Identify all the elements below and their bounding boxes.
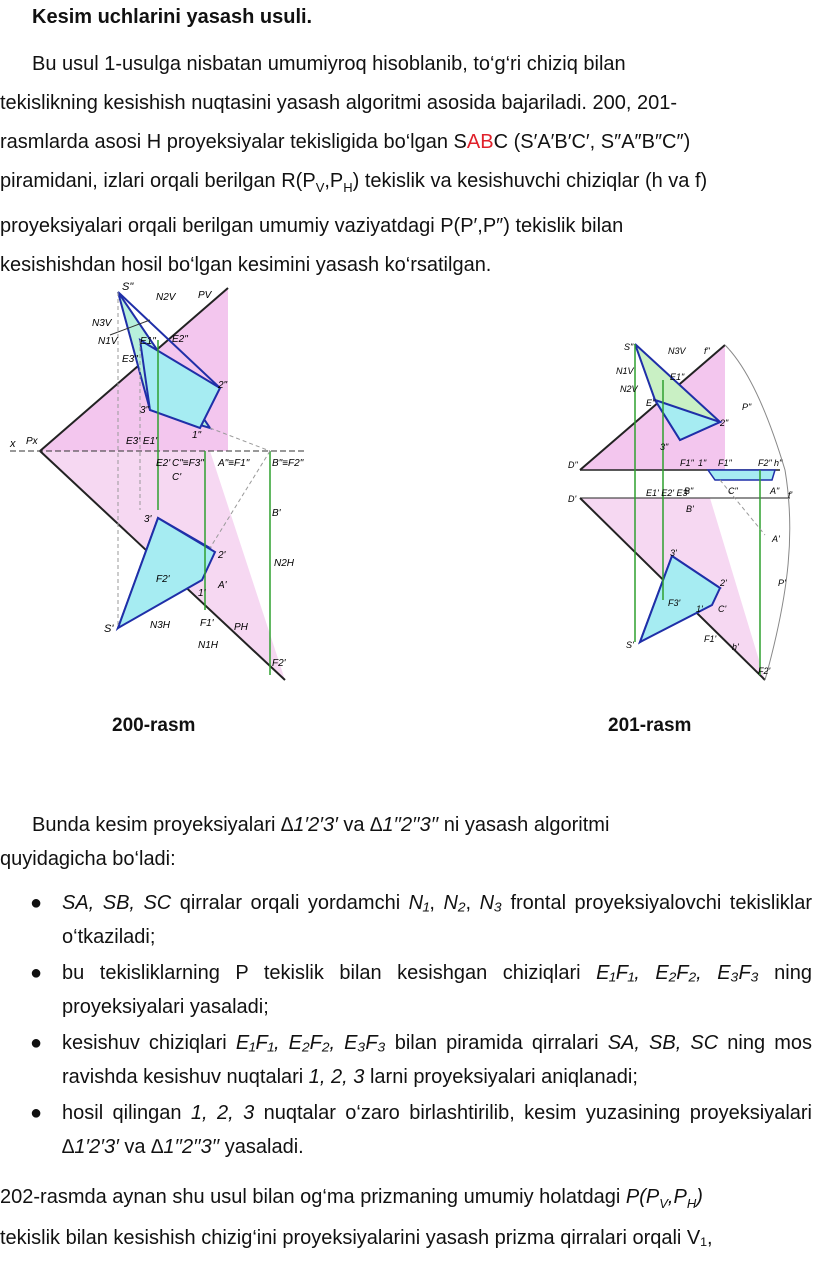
- triangle-1: ∆1′2′3′: [281, 814, 338, 836]
- label-px: Px: [26, 436, 39, 447]
- l201-fc: F2": [758, 458, 773, 468]
- label-3p: 3': [144, 514, 153, 525]
- list-item: ●bu tekisliklarning P tekislik bilan kes…: [30, 962, 812, 1018]
- label-n1v: N1V: [98, 336, 119, 347]
- label-3pp: 3": [140, 405, 150, 416]
- label-n2v: N2V: [156, 292, 177, 303]
- label-f2: F2': [156, 574, 171, 585]
- l201-p2: P": [742, 402, 752, 412]
- label-e2x: E2': [156, 458, 171, 469]
- l201-b1: B': [686, 504, 694, 514]
- l201-2p: 2': [719, 578, 727, 588]
- figure-200: S" N2V PV N3V N1V E1" E2" E3" 2" 3" 1" x…: [0, 280, 320, 690]
- label-e1: E1": [140, 336, 156, 347]
- l201-f1p: f': [788, 490, 793, 500]
- closing-paragraph: 202-rasmda aynan shu usul bilan og‘ma pr…: [0, 1186, 713, 1249]
- l201-h1: h': [732, 642, 739, 652]
- l201-f2b: F2': [758, 666, 771, 676]
- caption-200: 200-rasm: [112, 715, 196, 736]
- intro-line-2: tekislikning kesishish nuqtasini yasash …: [0, 92, 678, 114]
- l201-f1b: F1': [704, 634, 717, 644]
- l201-e2: E": [646, 398, 656, 408]
- label-pv: PV: [198, 290, 213, 301]
- label-n3h: N3H: [150, 620, 171, 631]
- label-2p: 2': [217, 550, 227, 561]
- label-a2: A"≡F1": [217, 458, 250, 469]
- algorithm-steps: ●SA, SB, SC qirralar orqali yordamchi N₁…: [0, 886, 816, 1166]
- l201-pp: P': [778, 578, 786, 588]
- label-e2: E2": [172, 334, 188, 345]
- label-f1: F1': [200, 618, 215, 629]
- intro-line-4: piramidani, izlari orqali berilgan R(PV,…: [0, 170, 708, 195]
- label-b1: B': [272, 508, 282, 519]
- label-c2: C"≡F3": [172, 458, 204, 469]
- l201-b2: B": [684, 486, 694, 496]
- label-1pp: 1": [192, 430, 202, 441]
- list-item: ●kesishuv chiziqlari E₁F₁, E₂F₂, E₃F₃ bi…: [30, 1032, 812, 1088]
- l201-3pp: 3": [660, 442, 669, 452]
- triangle-2: ∆1′′2′′3′′: [370, 814, 439, 836]
- label-2pp: 2": [217, 380, 228, 391]
- red-ab: AB: [466, 131, 494, 153]
- l201-c1: C': [718, 604, 726, 614]
- label-f2b: F2': [272, 658, 287, 669]
- intro-paragraph: Bu usul 1-usulga nisbatan umumiyroq hiso…: [0, 45, 810, 285]
- label-b2: B"≡F2": [272, 458, 304, 469]
- l201-e1: E1": [670, 372, 685, 382]
- label-x: x: [9, 438, 16, 450]
- l201-h2: h": [774, 458, 783, 468]
- label-ph: PH: [234, 622, 249, 633]
- label-e3: E3": [122, 354, 138, 365]
- l201-e1p: E1' E2' E3': [646, 488, 689, 498]
- algorithm-intro: Bunda kesim proyeksiyalari ∆1′2′3′ va ∆1…: [0, 814, 610, 870]
- section-front: [138, 338, 222, 430]
- l201-2pp: 2": [719, 418, 729, 428]
- trace-pv: [39, 287, 229, 452]
- l201-n2v: N2V: [620, 384, 639, 394]
- l201-a2: A": [769, 486, 780, 496]
- l201-c2: C": [728, 486, 738, 496]
- l201-a1: A': [771, 534, 780, 544]
- section-top: [116, 516, 217, 631]
- label-s1: S': [104, 623, 114, 635]
- list-item: ●hosil qilingan 1, 2, 3 nuqtalar o‘zaro …: [30, 1102, 812, 1158]
- list-item: ●SA, SB, SC qirralar orqali yordamchi N₁…: [30, 892, 812, 948]
- l201-f3: F3': [668, 598, 681, 608]
- l201-3p: 3': [670, 548, 677, 558]
- label-e3e1: E3' E1': [126, 436, 158, 447]
- label-a1: A': [217, 580, 228, 591]
- l201-s1: S': [626, 640, 634, 650]
- label-n1h: N1H: [198, 640, 219, 651]
- l201-1p: 1': [696, 604, 703, 614]
- caption-201: 201-rasm: [608, 715, 692, 736]
- l201-s2: S": [624, 342, 634, 352]
- label-c1: C': [172, 472, 182, 483]
- l201-n1v: N1V: [616, 366, 635, 376]
- l201-fa: 1": [698, 458, 707, 468]
- label-n2h: N2H: [274, 558, 295, 569]
- intro-line-3: rasmlarda asosi H proyeksiyalar tekislig…: [0, 131, 691, 153]
- figure-201: S" N3V f" N1V N2V E1" E" P" 2" 3" D" F1"…: [560, 330, 816, 690]
- intro-line-5: proyeksiyalari orqali berilgan umumiy va…: [0, 215, 624, 237]
- l201-n3v: N3V: [668, 346, 687, 356]
- label-n3v: N3V: [92, 318, 113, 329]
- label-s2: S": [122, 281, 134, 293]
- l201-d2: D": [568, 460, 578, 470]
- intro-line-6: kesishishdan hosil bo‘lgan kesimini yasa…: [0, 254, 492, 276]
- section-heading: Kesim uchlarini yasash usuli.: [32, 6, 313, 28]
- l201-f1: F1": [680, 458, 695, 468]
- l201-d1: D': [568, 494, 576, 504]
- l201-f2: f": [704, 346, 711, 356]
- label-1p: 1': [198, 588, 207, 599]
- intro-line-1: Bu usul 1-usulga nisbatan umumiyroq hiso…: [32, 53, 626, 75]
- l201-fb: F1": [718, 458, 733, 468]
